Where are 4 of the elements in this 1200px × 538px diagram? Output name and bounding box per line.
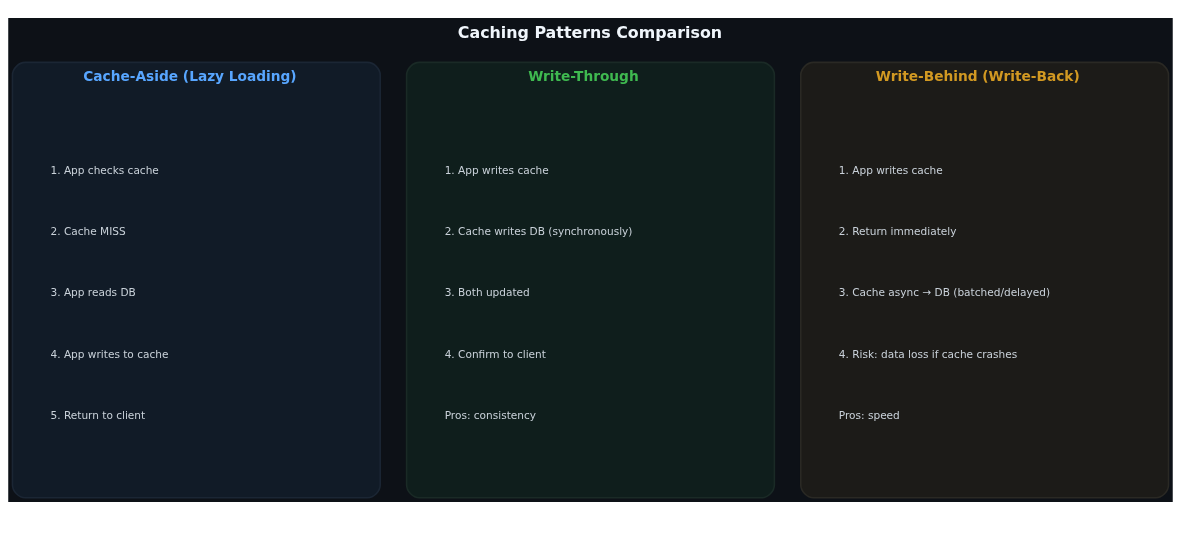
node-box: Write-Behind (Write-Back) 1. App writes cache 2. Return immediately 3. Cache async → DB (batched/delayed) 4. Risk: data loss if cache crashes Pros: speed [800, 61, 1170, 499]
node-box: Cache-Aside (Lazy Loading) 1. App checks cache 2. Cache MISS 3. App reads DB 4. App writes to cache 5. Return to client [11, 61, 381, 499]
diagram-title: Caching Patterns Comparison [457, 22, 723, 42]
node-box: Write-Through 1. App writes cache 2. Cache writes DB (synchronously) 3. Both updated 4. Confirm to client Pros: consistency [405, 61, 776, 499]
